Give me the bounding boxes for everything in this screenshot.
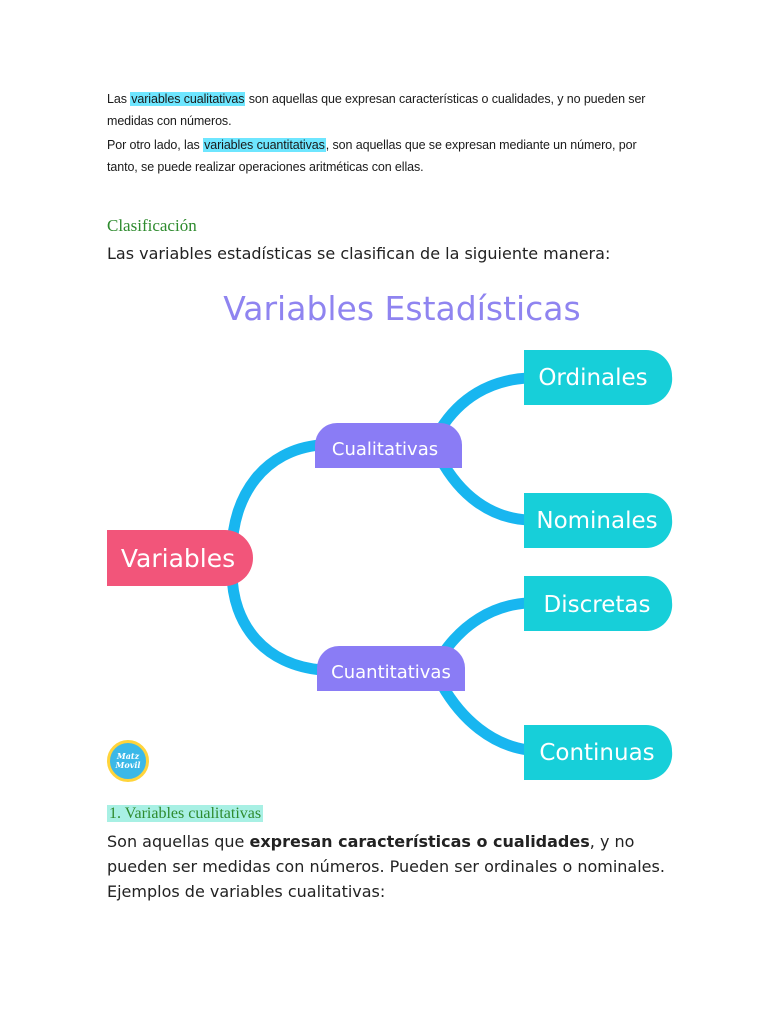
intro-paragraph-1: Las variables cualitativas son aquellas … <box>107 88 667 132</box>
connector-qualitative-ordinal <box>434 372 534 436</box>
section1-text: , y no pueden ser medidas con números. P… <box>107 832 665 876</box>
connector-qualitative-nominal <box>434 452 534 526</box>
connector-quantitative-discrete <box>436 597 534 661</box>
diagram-title: Variables Estadísticas <box>223 289 580 328</box>
matz-movil-logo: Matz Movil <box>107 740 149 782</box>
intro-text: Las <box>107 92 131 106</box>
logo-text-1: Matz <box>116 751 140 761</box>
section1-paragraph: Son aquellas que expresan característica… <box>107 829 697 904</box>
root-node <box>107 530 253 586</box>
intro-text: , son aquellas que se expresan mediante … <box>107 138 637 174</box>
logo-text-2: Movil <box>115 760 141 770</box>
connector-lines <box>226 372 534 756</box>
section1-heading: 1. Variables cualitativas <box>107 805 264 823</box>
section1-bold-text: expresan características o cualidades <box>249 832 590 851</box>
variables-mind-map: Variables Estadísticas Variables Cualita… <box>107 289 673 781</box>
nominal-label: Nominales <box>536 508 657 534</box>
nominal-node <box>524 493 673 549</box>
intro-text: son aquellas que expresan característica… <box>107 92 646 128</box>
discrete-node <box>524 576 673 632</box>
section1-examples-intro: Ejemplos de variables cualitativas: <box>107 882 386 901</box>
discrete-label: Discretas <box>544 592 651 618</box>
root-label: Variables <box>121 544 235 573</box>
section1-text: Son aquellas que <box>107 832 250 851</box>
classification-text: Las variables estadísticas se clasifican… <box>107 244 611 263</box>
intro-text: Por otro lado, las <box>107 138 204 152</box>
connector-root-quantitative <box>226 566 328 676</box>
quantitative-label: Cuantitativas <box>331 662 451 683</box>
section1-heading-text: 1. Variables cualitativas <box>107 805 264 822</box>
qualitative-label: Cualitativas <box>332 439 438 460</box>
quantitative-node <box>317 646 465 691</box>
classification-heading: Clasificación <box>107 216 197 235</box>
continuous-label: Continuas <box>539 740 654 766</box>
highlight-variables-cualitativas: variables cualitativas <box>130 92 246 106</box>
connector-root-qualitative <box>226 439 326 558</box>
ordinal-node <box>524 350 673 406</box>
qualitative-node <box>315 423 462 468</box>
connector-quantitative-continuous <box>436 679 534 756</box>
intro-paragraph-2: Por otro lado, las variables cuantitativ… <box>107 134 667 178</box>
highlight-variables-cuantitativas: variables cuantitativas <box>203 138 326 152</box>
ordinal-label: Ordinales <box>538 365 647 391</box>
continuous-node <box>524 725 673 781</box>
